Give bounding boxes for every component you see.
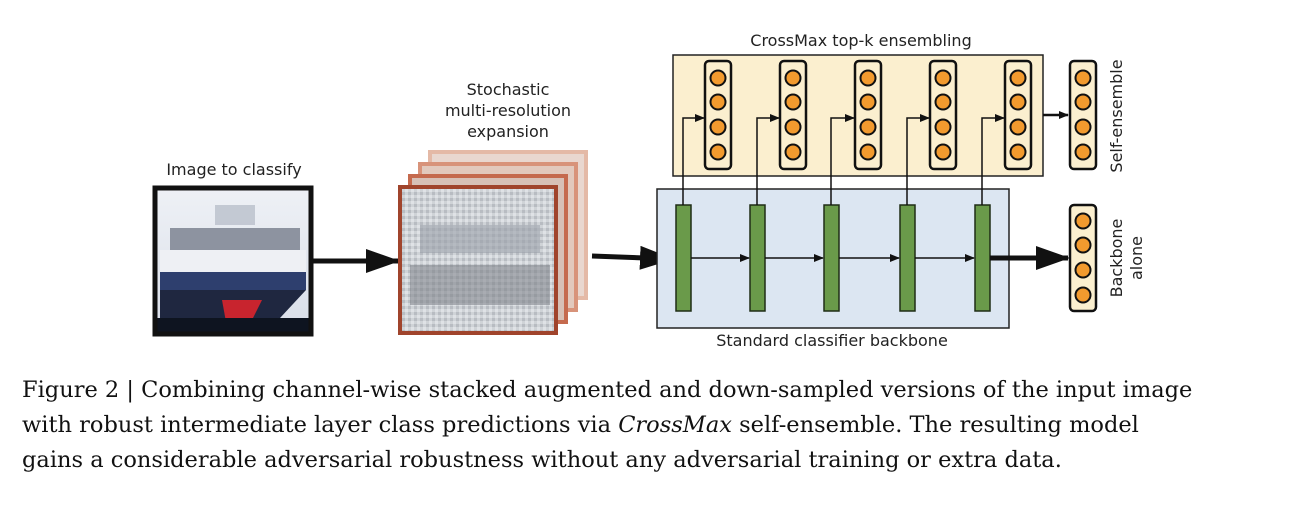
backbone-label: Standard classifier backbone — [716, 331, 948, 350]
prediction-heads — [703, 59, 1033, 171]
expansion-block: Stochastic multi-resolution expansion — [398, 80, 588, 335]
architecture-diagram: Image to classify Stochastic multi-resol… — [152, 31, 1146, 350]
backbone-alone-label-line2: alone — [1127, 236, 1146, 280]
backbone-alone-label-line1: Backbone — [1107, 219, 1126, 298]
backbone-layer-5 — [974, 204, 991, 312]
input-label: Image to classify — [166, 160, 301, 179]
prediction-head-3 — [853, 59, 883, 171]
backbone-alone-output — [1068, 203, 1098, 313]
tap-layer-5 — [981, 114, 1005, 205]
tap-layer-3 — [830, 114, 855, 205]
expansion-front-image — [398, 185, 558, 335]
caption-line-3: gains a considerable adversarial robustn… — [22, 447, 1062, 473]
backbone-layers — [675, 204, 991, 312]
caption-crossmax-term: CrossMax — [618, 412, 732, 438]
prediction-head-1 — [703, 59, 733, 171]
tap-layer-4 — [906, 114, 930, 205]
backbone-layer-3 — [823, 204, 840, 312]
prediction-taps — [682, 114, 1005, 205]
tap-layer-2 — [756, 114, 780, 205]
tap-layer-1 — [682, 114, 705, 205]
backbone-layer-4 — [899, 204, 916, 312]
caption-line-2-end: self-ensemble. The resulting model — [731, 412, 1139, 438]
caption-line-1: Figure 2 | Combining channel-wise stacke… — [22, 377, 1193, 403]
caption-line-2-start: with robust intermediate layer class pre… — [22, 412, 619, 438]
caption-line-2: with robust intermediate layer class pre… — [22, 408, 1292, 443]
backbone-layer-2 — [749, 204, 766, 312]
expansion-label-line1: Stochastic — [467, 80, 550, 99]
self-ensemble-label: Self-ensemble — [1107, 59, 1126, 172]
input-image — [152, 185, 314, 337]
prediction-head-4 — [928, 59, 958, 171]
figure-caption: Figure 2 | Combining channel-wise stacke… — [22, 373, 1292, 478]
expansion-label-line3: expansion — [467, 122, 549, 141]
prediction-head-2 — [778, 59, 808, 171]
input-image-block: Image to classify — [152, 160, 314, 337]
backbone-layer-1 — [675, 204, 692, 312]
expansion-label-line2: multi-resolution — [445, 101, 571, 120]
self-ensemble-output — [1068, 59, 1098, 171]
prediction-head-5 — [1003, 59, 1033, 171]
ensemble-label: CrossMax top-k ensembling — [750, 31, 971, 50]
